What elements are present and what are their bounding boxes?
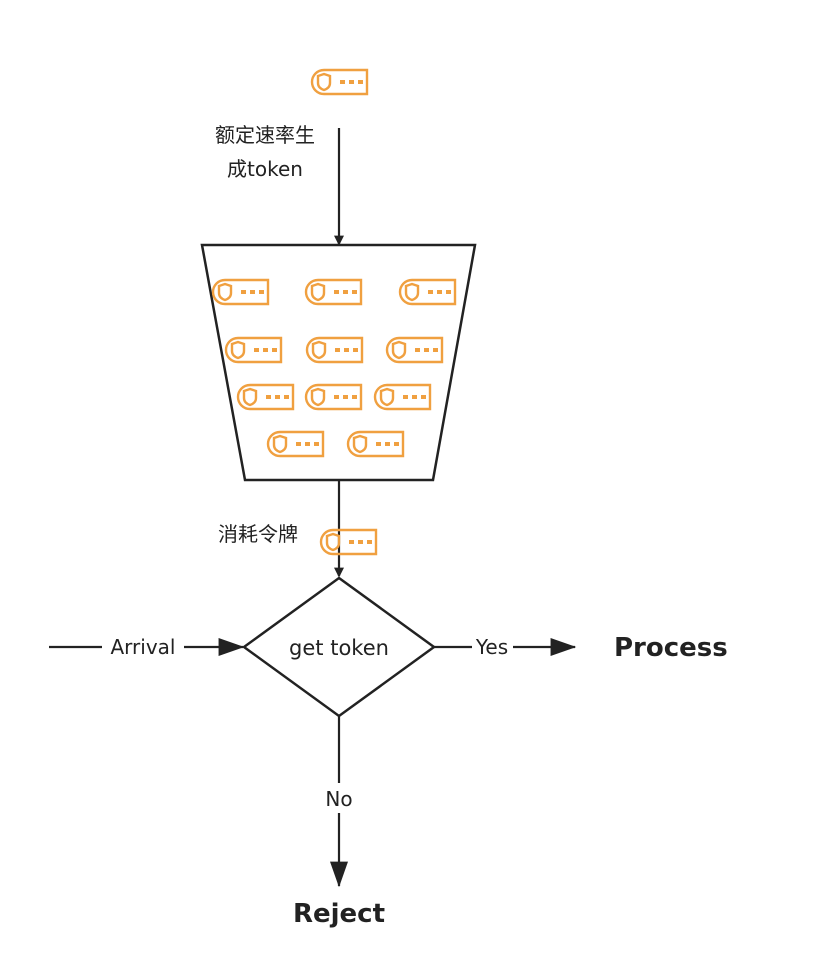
arrival-label: Arrival: [111, 635, 176, 659]
generation-label-line1: 额定速率生: [215, 123, 315, 147]
incoming-token-icon: [310, 68, 369, 96]
process-label: Process: [614, 633, 728, 663]
consumed-token-icon: [319, 528, 378, 556]
generation-label-line2: 成token: [227, 157, 303, 181]
yes-label: Yes: [475, 635, 508, 659]
reject-label: Reject: [293, 899, 385, 929]
consume-label: 消耗令牌: [218, 522, 298, 546]
decision-label: get token: [289, 636, 389, 660]
no-label: No: [325, 787, 352, 811]
